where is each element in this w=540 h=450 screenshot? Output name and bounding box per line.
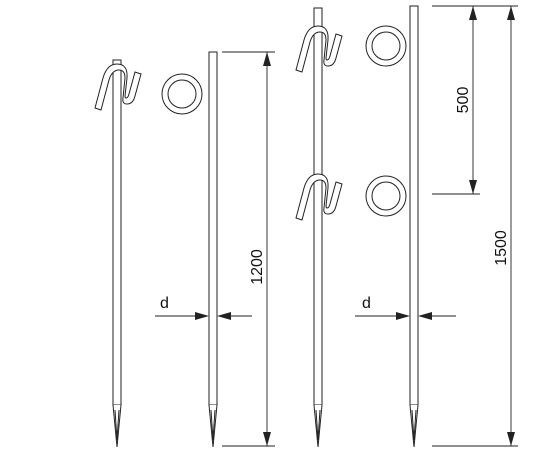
- s-hook-icon: [295, 25, 343, 73]
- long-stake-length-label: 1500: [493, 230, 510, 266]
- s-hook-icon: [295, 173, 343, 221]
- s-hook-icon: [94, 63, 142, 111]
- rod-tip: [208, 404, 218, 448]
- rod-body: [208, 51, 218, 406]
- rod-body: [313, 7, 323, 406]
- dimension-hook-spacing: 500: [432, 5, 480, 195]
- short-stake-length-label: 1200: [249, 249, 266, 285]
- diameter-label-left: d: [160, 295, 169, 312]
- ring-icon: [365, 25, 407, 67]
- hook-spacing-label: 500: [455, 87, 472, 114]
- short-stake-front-view: [161, 51, 218, 448]
- short-stake-side-view: [94, 59, 142, 448]
- ring-icon: [161, 73, 203, 115]
- dimension-short-length: 1200: [222, 51, 275, 447]
- dimension-long-length: 1500: [432, 5, 518, 447]
- rod-tip: [313, 404, 323, 448]
- diameter-label-right: d: [362, 295, 371, 312]
- rod-tip: [112, 404, 122, 448]
- dimension-diameter-left: d: [155, 295, 252, 320]
- long-stake-side-view: [295, 7, 343, 448]
- rod-tip: [409, 404, 419, 448]
- rod-body: [112, 59, 122, 406]
- rod-body: [409, 5, 419, 406]
- long-stake-front-view: [365, 5, 419, 448]
- ring-icon: [365, 175, 407, 217]
- dimension-diameter-right: d: [355, 295, 456, 320]
